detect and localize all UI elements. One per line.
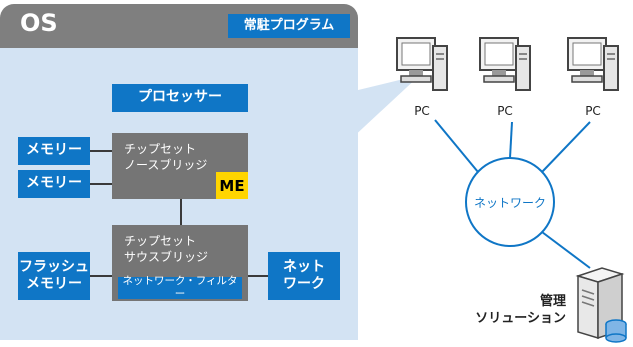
link-server bbox=[541, 231, 591, 269]
southbridge-box: チップセット サウスブリッジ ネットワーク・フィルター bbox=[112, 225, 248, 301]
network-box: ネット ワーク bbox=[268, 252, 340, 300]
pc-label-2: PC bbox=[497, 104, 513, 118]
northbridge-line1: チップセット bbox=[124, 142, 197, 156]
flash-memory-line2: メモリー bbox=[26, 276, 82, 292]
pc-label-1: PC bbox=[414, 104, 430, 118]
flash-link bbox=[90, 275, 112, 277]
me-badge: ME bbox=[216, 172, 248, 199]
link-pc1 bbox=[434, 119, 479, 173]
flash-memory-line1: フラッシュ bbox=[19, 258, 89, 275]
pc-icon bbox=[567, 37, 619, 91]
network-box-line1: ネット bbox=[283, 258, 325, 275]
southbridge-line1: チップセット bbox=[124, 234, 197, 248]
network-hub-label: ネットワーク bbox=[473, 196, 546, 210]
southbridge-line2: サウスブリッジ bbox=[124, 250, 209, 265]
server-icon bbox=[575, 267, 627, 343]
link-pc3 bbox=[541, 121, 591, 173]
pc-icon bbox=[479, 37, 531, 91]
northbridge-box: チップセット ノースブリッジ ME bbox=[112, 133, 248, 199]
flash-memory-box: フラッシュ メモリー bbox=[18, 252, 90, 300]
memory-top-link bbox=[90, 150, 112, 152]
pc-label-3: PC bbox=[585, 104, 601, 118]
memory-bottom-link bbox=[90, 183, 112, 185]
link-pc2 bbox=[509, 121, 513, 159]
pc-icon bbox=[396, 37, 448, 91]
network-link bbox=[248, 275, 268, 277]
management-label: 管理 ソリューション bbox=[448, 294, 566, 328]
os-title: OS bbox=[20, 9, 58, 37]
callout-wedge bbox=[350, 75, 420, 140]
bridge-link bbox=[180, 199, 182, 225]
memory-box-bottom: メモリー bbox=[18, 170, 90, 198]
management-line1: 管理 bbox=[539, 294, 566, 309]
network-filter-box: ネットワーク・フィルター bbox=[118, 275, 242, 300]
memory-box-top: メモリー bbox=[18, 137, 90, 165]
resident-program-box: 常駐プログラム bbox=[228, 14, 350, 38]
network-box-line2: ワーク bbox=[283, 276, 325, 292]
processor-box: プロセッサー bbox=[112, 84, 248, 112]
northbridge-line2: ノースブリッジ bbox=[124, 158, 208, 173]
management-line2: ソリューション bbox=[475, 310, 566, 326]
